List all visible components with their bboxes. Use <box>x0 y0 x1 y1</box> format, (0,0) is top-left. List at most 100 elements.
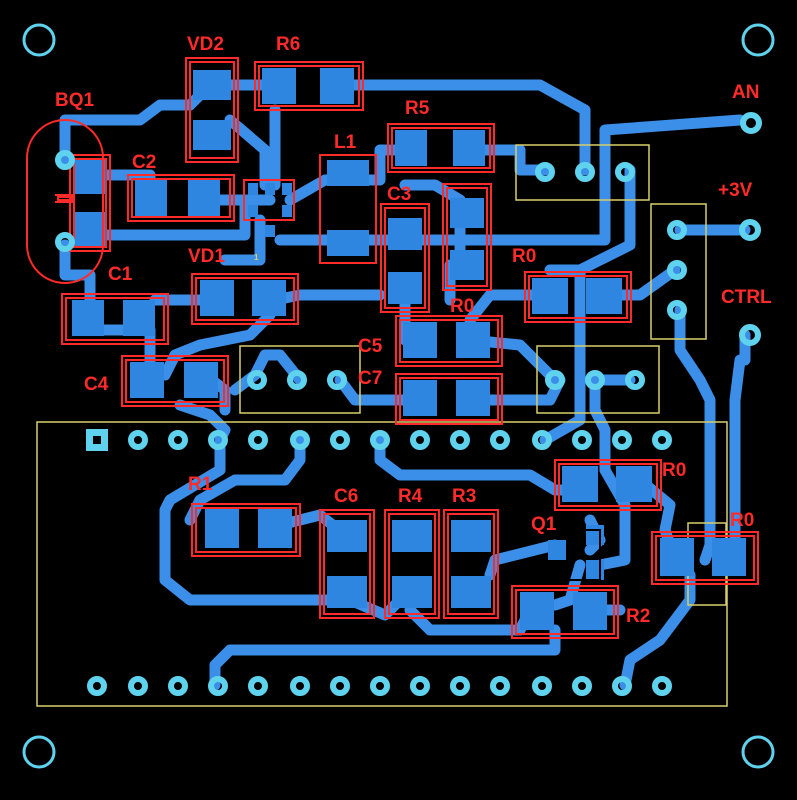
through-hole-pad <box>535 162 555 182</box>
pad-or-outline <box>387 123 495 173</box>
pad-or-outline <box>258 65 360 107</box>
pad-or-outline <box>586 278 622 314</box>
mounting-hole <box>741 735 775 769</box>
trace <box>544 164 636 276</box>
pad-or-outline <box>520 592 554 630</box>
through-hole-pad <box>248 676 268 696</box>
trace <box>159 309 276 381</box>
label-r0-c: R0 <box>662 460 686 481</box>
through-hole-pad <box>87 676 107 696</box>
through-hole-pad <box>55 150 75 170</box>
label-l1: L1 <box>334 132 357 153</box>
label-c7: C7 <box>358 368 382 389</box>
pad-or-outline <box>127 174 235 222</box>
pad-or-outline <box>586 560 604 580</box>
trace <box>399 179 466 206</box>
pad-or-outline <box>248 205 258 217</box>
through-hole-pad <box>168 430 188 450</box>
pad-or-outline <box>586 525 604 545</box>
pad-or-outline <box>380 203 430 313</box>
through-hole-pad <box>585 370 605 390</box>
trace <box>269 289 386 306</box>
pad-or-outline <box>456 322 490 358</box>
pad-or-outline <box>327 520 367 552</box>
through-hole-pad <box>410 430 430 450</box>
label-vd1: VD1 <box>188 246 225 267</box>
pad-or-outline <box>248 183 258 195</box>
pad-or-outline <box>446 187 488 287</box>
through-hole-pad <box>330 430 350 450</box>
mcu-pin1-hole <box>93 436 101 444</box>
through-hole-pad <box>740 112 762 134</box>
trace <box>619 569 696 691</box>
pad-or-outline <box>57 196 73 201</box>
pad-or-outline <box>450 250 484 280</box>
pad-or-outline <box>258 508 292 548</box>
pad-or-outline <box>388 272 422 304</box>
pad-or-outline <box>573 592 607 630</box>
pad-or-outline <box>188 180 220 216</box>
pad-or-outline <box>191 503 301 557</box>
connector-3v-outline <box>650 203 707 340</box>
mounting-hole <box>22 23 56 57</box>
through-hole-pad <box>572 676 592 696</box>
label-c6: C6 <box>334 486 358 507</box>
pad-or-outline <box>392 520 432 552</box>
through-hole-pad <box>612 676 632 696</box>
through-hole-pad <box>208 676 228 696</box>
label-pin1-mark: 1 <box>254 253 259 262</box>
pad-or-outline <box>243 179 295 221</box>
pad-or-outline <box>195 507 297 553</box>
pad-or-outline <box>453 130 485 166</box>
pad-or-outline <box>184 362 218 398</box>
pad-or-outline <box>319 509 375 619</box>
pad-or-outline <box>392 576 432 608</box>
pad-or-outline <box>75 160 105 194</box>
pad-or-outline <box>554 459 662 511</box>
pad-or-outline <box>327 230 369 256</box>
label-3v: +3V <box>718 180 753 201</box>
component-labels: BQ1 VD2 R6 R5 L1 C2 C3 VD1 R0 C1 R0 C5 C… <box>55 34 772 627</box>
through-hole-pad <box>327 370 347 390</box>
through-hole-pad <box>330 676 350 696</box>
pad-or-outline <box>511 585 619 639</box>
red-silkscreen <box>26 57 759 639</box>
label-c5: C5 <box>358 336 383 357</box>
pad-or-outline <box>451 520 491 552</box>
pad-or-outline <box>185 57 239 163</box>
pad-or-outline <box>189 61 235 159</box>
through-hole-pads <box>22 23 775 769</box>
pad-or-outline <box>395 373 503 425</box>
trace <box>594 464 631 571</box>
label-r0-b: R0 <box>450 296 474 317</box>
through-hole-pad <box>545 370 565 390</box>
pad-or-outline <box>72 300 104 336</box>
trace <box>334 374 426 406</box>
pad-or-outline <box>384 207 426 309</box>
pad-or-outline <box>200 280 234 316</box>
pad-or-outline <box>252 280 286 316</box>
through-hole-pad <box>490 676 510 696</box>
through-hole-pad <box>248 430 268 450</box>
through-hole-pad <box>615 162 635 182</box>
pad-or-outline <box>319 154 377 264</box>
pad-or-outline <box>712 538 746 576</box>
through-hole-pad <box>572 430 592 450</box>
pad-or-outline <box>384 509 440 619</box>
mounting-hole <box>741 23 775 57</box>
q1-outline <box>560 529 601 581</box>
label-c2: C2 <box>132 152 156 173</box>
pad-or-outline <box>616 466 652 502</box>
pad-or-outline <box>320 68 354 104</box>
pad-or-outline <box>262 68 296 104</box>
pad-or-outline <box>282 205 292 217</box>
pad-or-outline <box>130 362 164 398</box>
pad-or-outline <box>388 218 422 250</box>
label-r5: R5 <box>405 98 430 119</box>
pad-or-outline <box>265 225 275 237</box>
pad-or-outline <box>562 466 598 502</box>
label-bq1: BQ1 <box>55 90 95 111</box>
through-hole-pad <box>575 162 595 182</box>
through-hole-pad <box>290 676 310 696</box>
pad-or-outline <box>442 183 492 291</box>
